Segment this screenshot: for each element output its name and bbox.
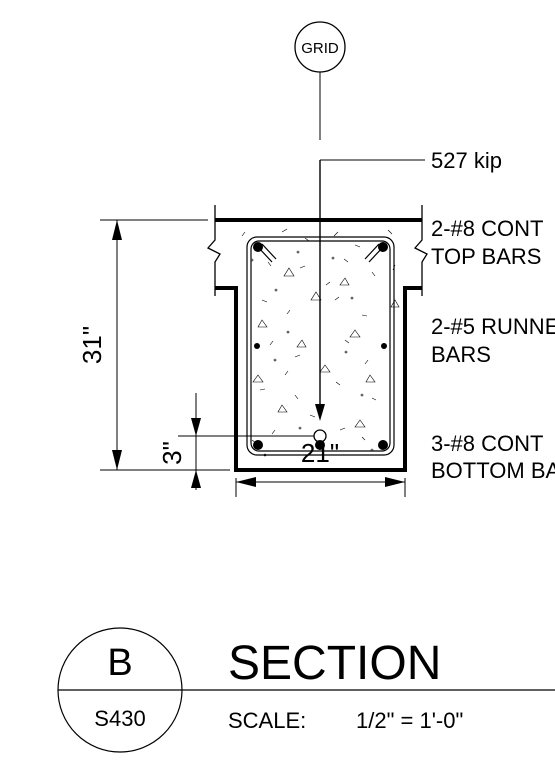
depth-dimension: 31" (77, 219, 230, 471)
bottom-bar (378, 440, 388, 450)
concrete-section (206, 205, 428, 472)
cover-dimension: 3" (157, 393, 314, 490)
runner-bar (254, 343, 260, 349)
callout-top-bars-line2: TOP BARS (431, 244, 541, 269)
drawing-title: SECTION (228, 637, 441, 690)
load-label: 527 kip (431, 148, 502, 173)
top-bar (378, 242, 388, 252)
grid-label: GRID (301, 40, 339, 57)
load-arrow: 527 kip (313, 148, 502, 443)
callout-bottom-bars-line2: BOTTOM BARS (431, 458, 555, 483)
scale-label: SCALE: (228, 708, 306, 733)
sheet-number: S430 (94, 706, 145, 731)
depth-dimension-label: 31" (77, 326, 107, 364)
cover-dimension-label: 3" (157, 441, 187, 465)
bottom-bar (315, 440, 325, 450)
scale-value: 1/2" = 1'-0" (356, 708, 463, 733)
concrete-hatch (241, 228, 400, 457)
top-bar (253, 242, 263, 252)
bottom-bar (253, 440, 263, 450)
runner-bar (381, 343, 387, 349)
callout-runner-bars-line1: 2-#5 RUNNER (431, 314, 555, 339)
callout-top-bars-line1: 2-#8 CONT (431, 216, 543, 241)
title-block: B S430 SECTION SCALE: 1/2" = 1'-0" (57, 627, 555, 753)
width-dimension-label: 21" (301, 438, 339, 468)
width-dimension: 21" (235, 438, 406, 497)
detail-letter: B (107, 642, 132, 684)
grid-bubble: GRID (294, 21, 346, 140)
callout-bottom-bars-line1: 3-#8 CONT (431, 431, 543, 456)
rebar-callouts: 2-#8 CONT TOP BARS 2-#5 RUNNER BARS 3-#8… (431, 216, 555, 483)
callout-runner-bars-line2: BARS (431, 342, 491, 367)
